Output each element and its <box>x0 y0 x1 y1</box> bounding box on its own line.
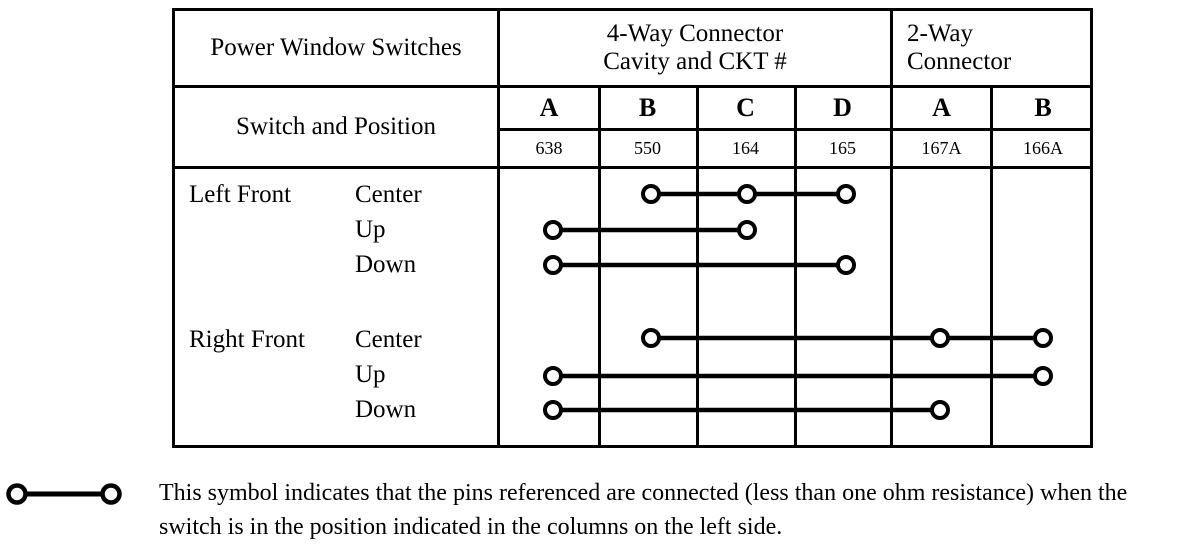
row-group-left-front: Left Front <box>189 181 292 208</box>
connection-terminal <box>543 366 563 386</box>
connection-row <box>641 184 856 204</box>
connection-terminal <box>930 400 950 420</box>
row-position-rf-down: Down <box>355 396 417 423</box>
table-title: Power Window Switches <box>210 34 462 61</box>
group-header-4way: 4-Way Connector Cavity and CKT # <box>500 11 890 85</box>
col-ckt-4c: 164 <box>732 138 759 158</box>
switch-and-position-label: Switch and Position <box>235 113 436 140</box>
group-header-2way-line1: 2-Way <box>907 20 974 47</box>
connection-row <box>543 255 856 275</box>
connection-terminal <box>543 400 563 420</box>
row-position-rf-up: Up <box>355 361 386 388</box>
connection-terminal <box>930 328 950 348</box>
switch-and-position-header: Switch and Position <box>175 88 497 166</box>
col-ckt-2a: 167A <box>921 138 962 158</box>
col-letter-2b: B <box>1034 93 1052 122</box>
row-position-lf-down: Down <box>355 251 417 278</box>
row-group-right-front: Right Front <box>189 326 305 353</box>
col-ckt-2b: 166A <box>1023 138 1063 158</box>
connection-terminal <box>1033 328 1053 348</box>
col-divider-label <box>497 11 500 445</box>
connection-terminal <box>737 184 757 204</box>
footnote-line-1: This symbol indicates that the pins refe… <box>159 480 926 506</box>
col-ckt-4a: 638 <box>535 138 563 158</box>
connection-terminal <box>836 184 856 204</box>
connection-terminal <box>641 328 661 348</box>
col-letter-4b: B <box>638 93 657 122</box>
connection-terminal <box>543 255 563 275</box>
group-header-4way-line2: Cavity and CKT # <box>603 48 787 75</box>
header-divider-1 <box>175 85 1090 88</box>
group-header-4way-line1: 4-Way Connector <box>606 20 784 47</box>
col-divider-2a-2b <box>990 85 993 445</box>
connection-row <box>543 366 1053 386</box>
connection-terminal <box>737 220 757 240</box>
footnote-line-2: resistance) when the switch is in the po… <box>159 480 1128 541</box>
footnote: This symbol indicates that the pins refe… <box>159 476 1179 544</box>
header-divider-2 <box>175 166 1090 169</box>
col-letter-4a: A <box>539 93 559 122</box>
connection-terminal <box>836 255 856 275</box>
col-letter-4d: D <box>833 93 852 122</box>
col-divider-4way-2way <box>890 11 893 445</box>
connection-terminal <box>543 220 563 240</box>
connection-terminal <box>641 184 661 204</box>
row-position-lf-up: Up <box>355 216 386 243</box>
connection-row <box>543 220 757 240</box>
col-ckt-4d: 165 <box>829 138 856 158</box>
connection-row <box>543 400 950 420</box>
row-position-rf-center: Center <box>355 326 422 353</box>
connection-terminal <box>1033 366 1053 386</box>
group-header-2way: 2-Way Connector <box>893 11 1093 85</box>
power-window-switch-table: Power Window Switches 4-Way Connector Ca… <box>172 8 1093 448</box>
group-header-2way-line2: Connector <box>907 48 1012 75</box>
connection-symbol-legend-icon <box>6 483 122 505</box>
table-title-cell: Power Window Switches <box>175 11 497 85</box>
col-letter-2a: A <box>932 93 951 122</box>
row-position-lf-center: Center <box>355 181 422 208</box>
col-ckt-4b: 550 <box>634 138 661 158</box>
col-letter-4c: C <box>736 93 755 122</box>
